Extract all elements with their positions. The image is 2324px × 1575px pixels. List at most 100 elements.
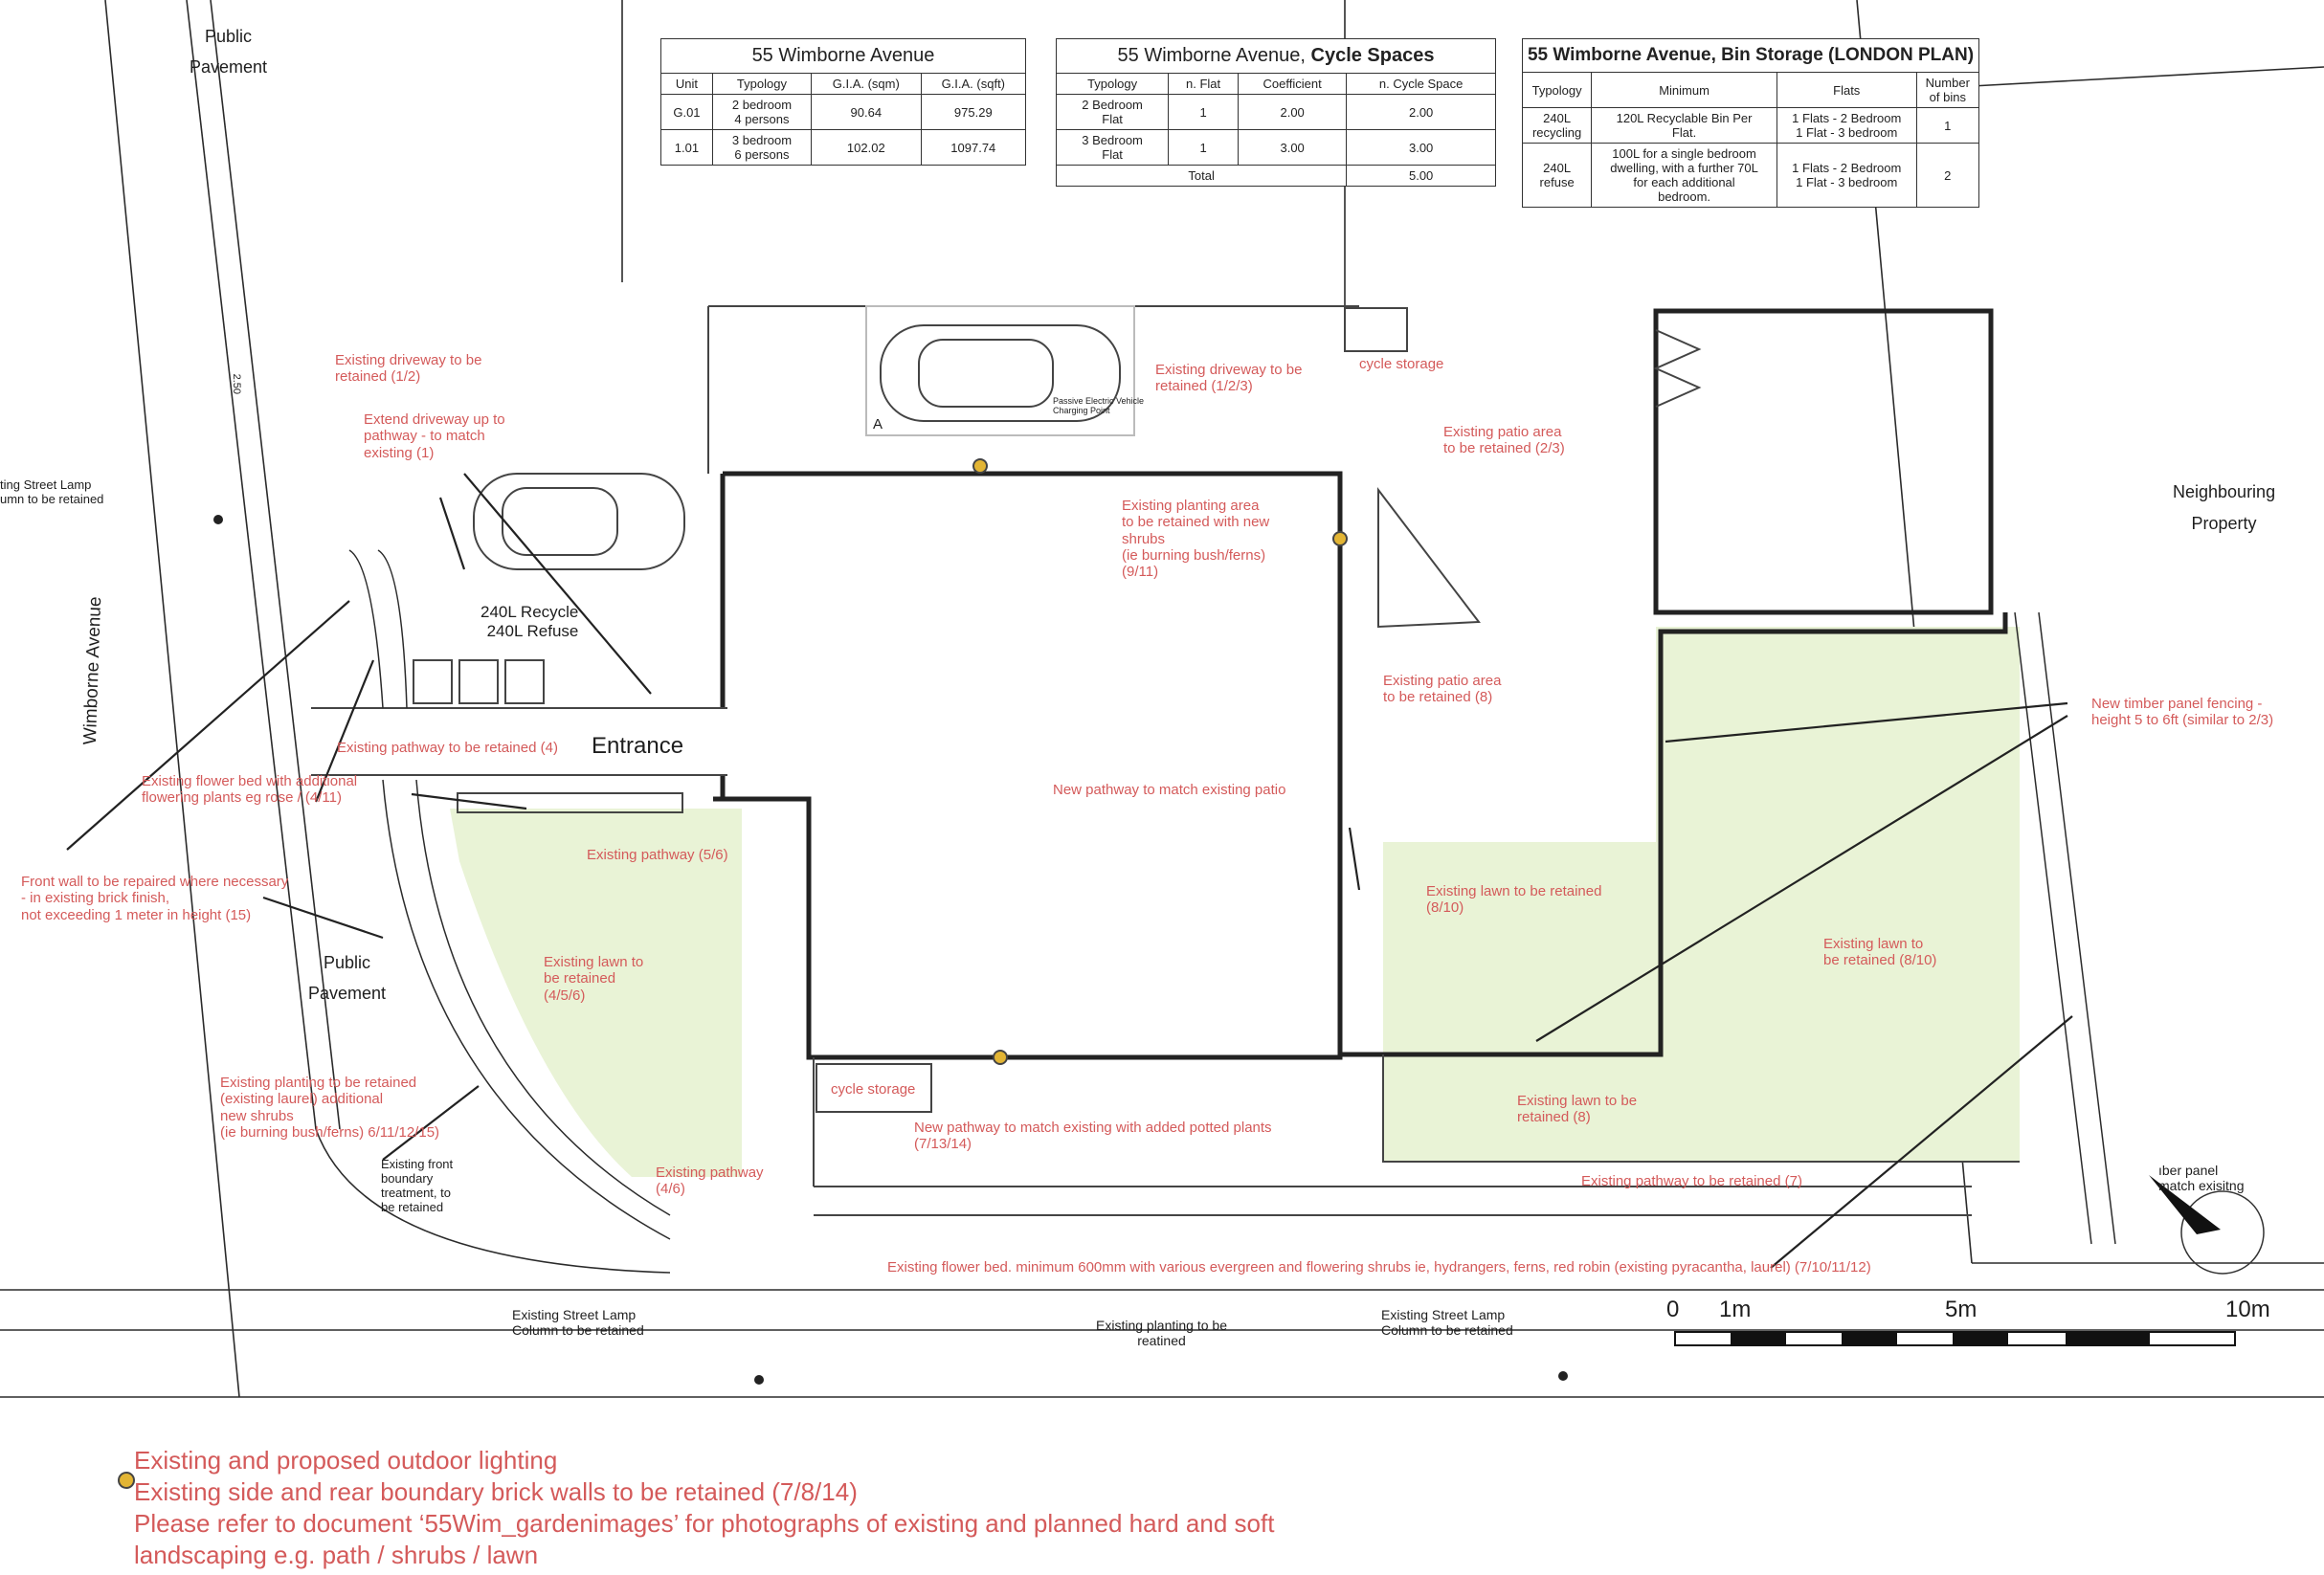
legend-line-2: Existing side and rear boundary brick wa…: [134, 1477, 858, 1506]
table-cell: 100L for a single bedroom dwelling, with…: [1591, 143, 1777, 208]
table-cell: 1: [1168, 94, 1239, 130]
note-new-pathway-patio: New pathway to match existing patio: [1053, 782, 1286, 798]
table-cell: 1: [1915, 107, 1980, 144]
neighbouring-property-label: Neighbouring Property: [2173, 482, 2276, 533]
cycle-total-value: 5.00: [1346, 165, 1496, 187]
cycle-header-n-flat: n. Flat: [1168, 73, 1239, 95]
table-cell: 120L Recyclable Bin Per Flat.: [1591, 107, 1777, 144]
units-header-typology: Typology: [711, 73, 813, 95]
table-cell: 3.00: [1237, 129, 1348, 166]
note-driveway-left: Existing driveway to be retained (1/2): [335, 352, 482, 386]
table-cell: 3.00: [1346, 129, 1496, 166]
units-table-title: 55 Wimborne Avenue: [660, 38, 1026, 73]
cycle-table-title-prefix: 55 Wimborne Avenue,: [1117, 45, 1311, 66]
legend-line-1: Existing and proposed outdoor lighting: [134, 1446, 558, 1475]
bin-header-typology: Typology: [1521, 72, 1593, 108]
flower-bed-strip: [457, 792, 683, 813]
note-patio-top: Existing patio area to be retained (2/3): [1443, 424, 1565, 457]
note-pathway-56: Existing pathway (5/6): [587, 847, 728, 863]
dimension-label: 2.50: [231, 373, 243, 395]
cycle-header-typology: Typology: [1055, 73, 1170, 95]
table-cell: 90.64: [811, 94, 922, 130]
table-cell: 2.00: [1237, 94, 1348, 130]
lighting-markers: [972, 458, 1348, 1065]
note-new-pathway-pots: New pathway to match existing with added…: [914, 1120, 1272, 1153]
table-row: G.01 2 bedroom 4 persons 90.64 975.29: [660, 94, 1027, 130]
car-letter-label: A: [873, 416, 883, 433]
bin-storage: [413, 659, 545, 704]
cycle-storage-top-box: [1344, 307, 1408, 352]
units-header-unit: Unit: [660, 73, 713, 95]
table-cell: 3 bedroom 6 persons: [711, 129, 813, 166]
planting-triangle: [1377, 487, 1481, 629]
note-lawn-810-a: Existing lawn to be retained (8/10): [1426, 883, 1602, 917]
cycle-table-title-bold: Cycle Spaces: [1310, 45, 1435, 66]
scale-0-label: 0: [1666, 1297, 1680, 1322]
note-lawn-810-b: Existing lawn to be retained (8/10): [1823, 936, 1937, 969]
table-row: 2 Bedroom Flat 1 2.00 2.00: [1055, 94, 1496, 130]
table-cell: 2 bedroom 4 persons: [711, 94, 813, 130]
cycle-storage-top-label: cycle storage: [1359, 356, 1444, 372]
hedge-planting: [348, 549, 2116, 1245]
legend: Existing and proposed outdoor lighting E…: [134, 1445, 1274, 1571]
table-cell: 1.01: [660, 129, 713, 166]
cycle-header-coefficient: Coefficient: [1237, 73, 1348, 95]
table-cell: 2 Bedroom Flat: [1055, 94, 1170, 130]
scale-10-label: 10m: [2225, 1297, 2270, 1322]
note-planting-laurel: Existing planting to be retained (existi…: [220, 1075, 440, 1141]
bin-table-title: 55 Wimborne Avenue, Bin Storage (LONDON …: [1522, 38, 1979, 72]
cycle-header-n-cycle-space: n. Cycle Space: [1346, 73, 1496, 95]
note-driveway-top: Existing driveway to be retained (1/2/3): [1155, 362, 1303, 395]
cycle-table-header: Typology n. Flat Coefficient n. Cycle Sp…: [1055, 73, 1496, 95]
existing-planting-bottom-label: Existing planting to be reatined: [1096, 1318, 1227, 1349]
street-lamp-bottom2-label: Existing Street Lamp Column to be retain…: [1381, 1307, 1513, 1339]
building-walls: [311, 305, 2020, 1216]
table-cell: 102.02: [811, 129, 922, 166]
cycle-table-title: 55 Wimborne Avenue, Cycle Spaces: [1056, 38, 1496, 73]
street-lamp-bottom1-label: Existing Street Lamp Column to be retain…: [512, 1307, 644, 1339]
car-note-label: Passive Electric Vehicle Charging Point: [1053, 396, 1145, 416]
lighting-legend-icon: [118, 1472, 135, 1489]
note-lawn-456: Existing lawn to be retained (4/5/6): [544, 954, 644, 1004]
units-table-header: Unit Typology G.I.A. (sqm) G.I.A. (sqft): [660, 73, 1027, 95]
public-pavement-top-label: Public Pavement: [190, 27, 268, 77]
entrance-label: Entrance: [592, 733, 684, 759]
cycle-storage-bottom-box: [816, 1063, 932, 1113]
lawn-areas: [450, 627, 2020, 1177]
table-cell: 3 Bedroom Flat: [1055, 129, 1170, 166]
note-flower-bed-bottom: Existing flower bed. minimum 600mm with …: [887, 1259, 1871, 1276]
table-cell: 1 Flats - 2 Bedroom 1 Flat - 3 bedroom: [1776, 143, 1917, 208]
car-front: [473, 473, 685, 570]
table-cell: 1097.74: [920, 129, 1027, 166]
note-extend-driveway: Extend driveway up to pathway - to match…: [364, 411, 505, 461]
car-rear: [865, 305, 1135, 436]
note-planting-area: Existing planting area to be retained wi…: [1122, 498, 1270, 580]
table-cell: G.01: [660, 94, 713, 130]
table-row: Total 5.00: [1055, 165, 1496, 187]
scale-1-label: 1m: [1719, 1297, 1752, 1322]
bin-table-header: Typology Minimum Flats Number of bins: [1521, 72, 1980, 108]
bin-header-flats: Flats: [1776, 72, 1917, 108]
cycle-storage-bottom-label: cycle storage: [831, 1081, 916, 1098]
table-cell: 2: [1915, 143, 1980, 208]
annotation-arrows: [66, 473, 2073, 1269]
legend-line-4: landscaping e.g. path / shrubs / lawn: [134, 1541, 539, 1569]
street-lamp-dots: [213, 515, 1568, 1385]
front-boundary-label: Existing front boundary treatment, to be…: [381, 1157, 454, 1214]
units-header-gia-sqm: G.I.A. (sqm): [811, 73, 922, 95]
note-patio-mid: Existing patio area to be retained (8): [1383, 673, 1502, 706]
scale-bar: [1674, 1331, 2236, 1346]
table-cell: 1: [1168, 129, 1239, 166]
table-cell: 975.29: [920, 94, 1027, 130]
table-cell: 2.00: [1346, 94, 1496, 130]
table-cell: 1 Flats - 2 Bedroom 1 Flat - 3 bedroom: [1776, 107, 1917, 144]
table-cell: 240L recycling: [1521, 107, 1593, 144]
legend-line-3: Please refer to document ‘55Wim_gardenim…: [134, 1509, 1275, 1538]
units-table: 55 Wimborne Avenue Unit Typology G.I.A. …: [660, 38, 1027, 166]
bins-label: 240L Recycle 240L Refuse: [480, 603, 579, 640]
street-lamp-left-label: ting Street Lamp umn to be retained: [0, 477, 104, 506]
note-lawn-8: Existing lawn to be retained (8): [1517, 1093, 1638, 1126]
cycle-spaces-table: 55 Wimborne Avenue, Cycle Spaces Typolog…: [1055, 38, 1496, 187]
note-pathway-7: Existing pathway to be retained (7): [1581, 1173, 1802, 1189]
